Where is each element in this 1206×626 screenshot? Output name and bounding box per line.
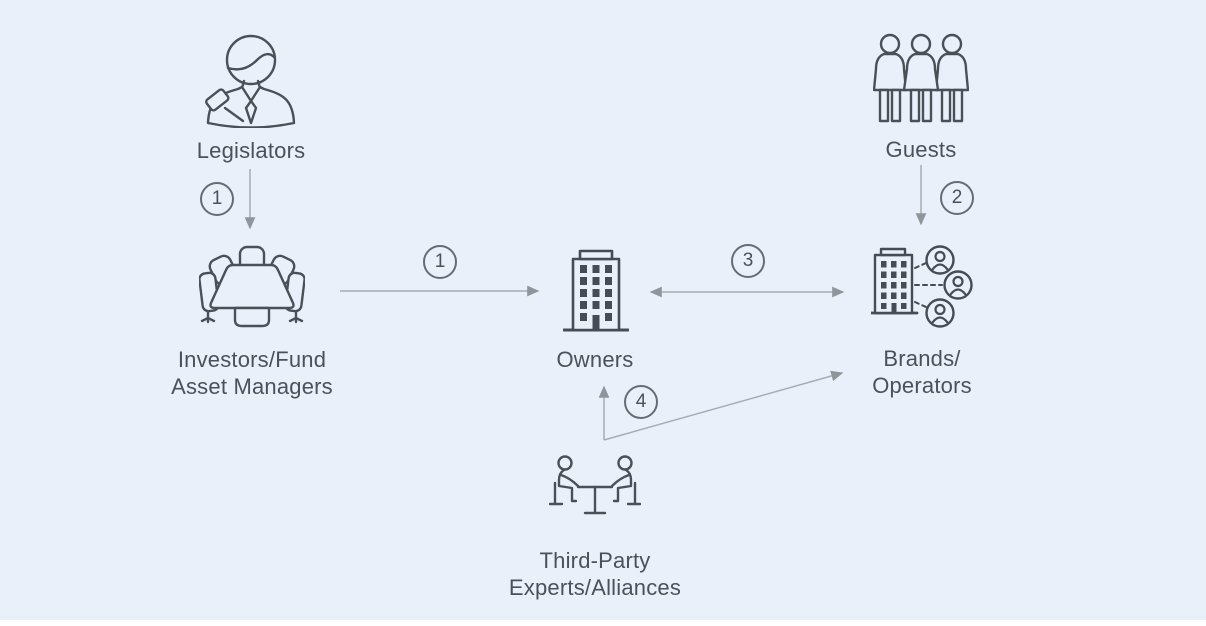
legislator-person-with-gavel-icon (196, 28, 308, 128)
experts-label-line2: Experts/Alliances (508, 575, 682, 600)
brands-label: Brands/ Operators (802, 345, 1042, 399)
two-people-meeting-table-icon (549, 453, 641, 525)
flow-badge-experts: 4 (624, 385, 658, 419)
owners-label: Owners (556, 347, 634, 372)
legislators-label: Legislators (196, 138, 306, 163)
experts-label: Third-Party Experts/Alliances (470, 547, 720, 601)
flow-badge-guests: 2 (940, 181, 974, 215)
experts-label-line1: Third-Party (539, 548, 651, 573)
investors-label-line2: Asset Managers (171, 374, 333, 399)
three-guests-icon (873, 33, 969, 125)
building-people-network-icon (871, 242, 973, 344)
investors-label-line1: Investors/Fund (177, 347, 327, 372)
boardroom-table-icon (199, 244, 305, 330)
office-building-icon (563, 247, 629, 333)
brands-label-line1: Brands/ (883, 346, 961, 371)
flow-badge-legislators: 1 (200, 182, 234, 216)
investors-label: Investors/Fund Asset Managers (127, 346, 377, 400)
flow-badge-owners-brands: 3 (731, 244, 765, 278)
guests-label: Guests (885, 137, 957, 162)
footer-strip (0, 620, 1206, 626)
brands-label-line2: Operators (872, 373, 972, 398)
flow-badge-investors-owners: 1 (423, 245, 457, 279)
